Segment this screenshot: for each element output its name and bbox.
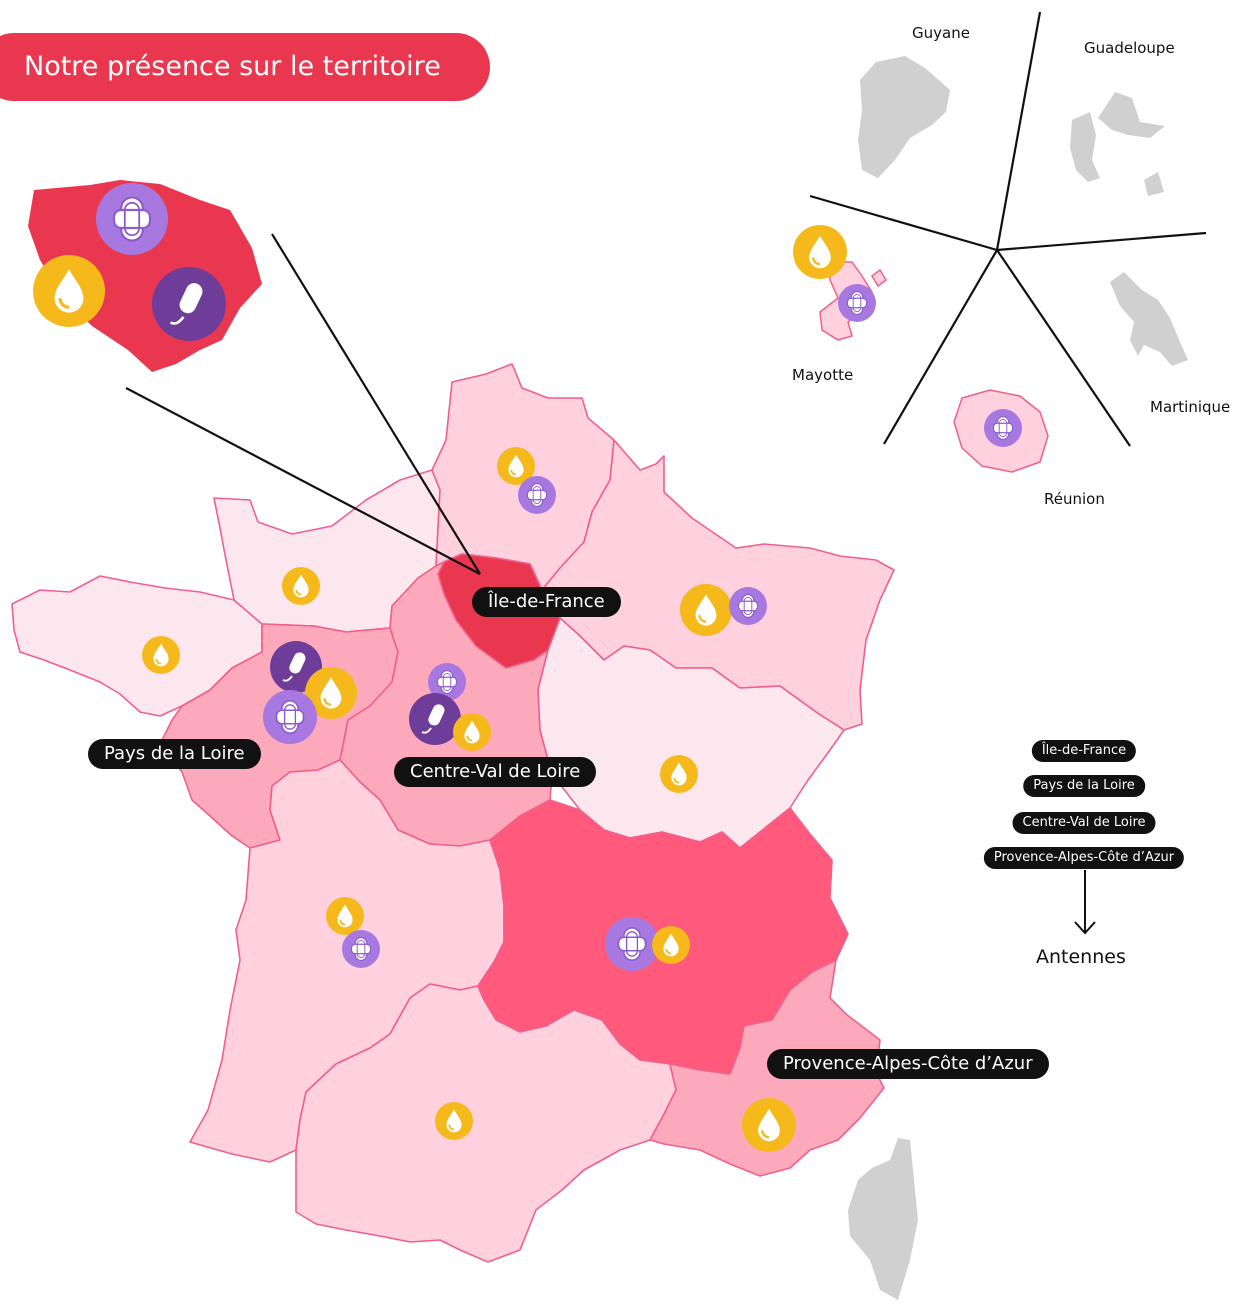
legend-item-provence-alpes-cote-d-azur: Provence-Alpes-Côte d’Azur xyxy=(983,847,1185,869)
drop-icon xyxy=(680,584,732,636)
label-ile-de-france: Île-de-France xyxy=(472,587,621,617)
drop-icon xyxy=(142,636,180,674)
icons-layer xyxy=(33,183,1022,1152)
label-guadeloupe: Guadeloupe xyxy=(1084,39,1175,57)
legend-item-ile-de-france: Île-de-France xyxy=(1031,740,1137,762)
sanitary-pad-icon xyxy=(729,587,767,625)
inset-pointers xyxy=(125,233,481,575)
label-guyane: Guyane xyxy=(912,24,970,42)
legend-result-antennes: Antennes xyxy=(1036,946,1126,968)
label-pays-de-la-loire: Pays de la Loire xyxy=(88,739,261,769)
drop-icon xyxy=(652,926,690,964)
page-title: Notre présence sur le territoire xyxy=(0,33,490,101)
overseas-dividers xyxy=(809,11,1207,447)
drop-icon xyxy=(793,225,847,279)
drop-icon xyxy=(497,447,535,485)
sanitary-pad-icon xyxy=(838,284,876,322)
mayotte-islet xyxy=(871,268,887,288)
sanitary-pad-icon xyxy=(263,690,317,744)
legend-item-pays-de-la-loire: Pays de la Loire xyxy=(1023,775,1145,797)
arrow-down-icon xyxy=(1074,870,1096,935)
drop-icon xyxy=(742,1098,796,1152)
sanitary-pad-icon xyxy=(518,476,556,514)
drop-icon xyxy=(435,1102,473,1140)
label-martinique: Martinique xyxy=(1150,398,1231,416)
sanitary-pad-icon xyxy=(342,930,380,968)
tampon-icon xyxy=(409,693,461,745)
legend-item-centre-val-de-loire: Centre-Val de Loire xyxy=(1012,812,1156,834)
sanitary-pad-icon xyxy=(428,663,466,701)
corse-shape xyxy=(848,1138,918,1300)
sanitary-pad-icon xyxy=(984,409,1022,447)
label-centre-val-de-loire: Centre-Val de Loire xyxy=(394,757,597,787)
guyane-shape xyxy=(858,56,950,178)
drop-icon xyxy=(282,567,320,605)
label-reunion: Réunion xyxy=(1044,490,1105,508)
guadeloupe-shape xyxy=(1070,92,1165,196)
label-provence-alpes-cote-d-azur: Provence-Alpes-Côte d’Azur xyxy=(767,1049,1049,1079)
drop-icon xyxy=(305,667,357,719)
tampon-icon xyxy=(152,267,226,341)
sanitary-pad-icon xyxy=(96,183,168,255)
martinique-shape xyxy=(1110,272,1188,366)
drop-icon xyxy=(453,713,491,751)
label-mayotte: Mayotte xyxy=(792,366,854,384)
drop-icon xyxy=(326,897,364,935)
drop-icon xyxy=(660,755,698,793)
sanitary-pad-icon xyxy=(605,917,659,971)
drop-icon xyxy=(33,255,105,327)
